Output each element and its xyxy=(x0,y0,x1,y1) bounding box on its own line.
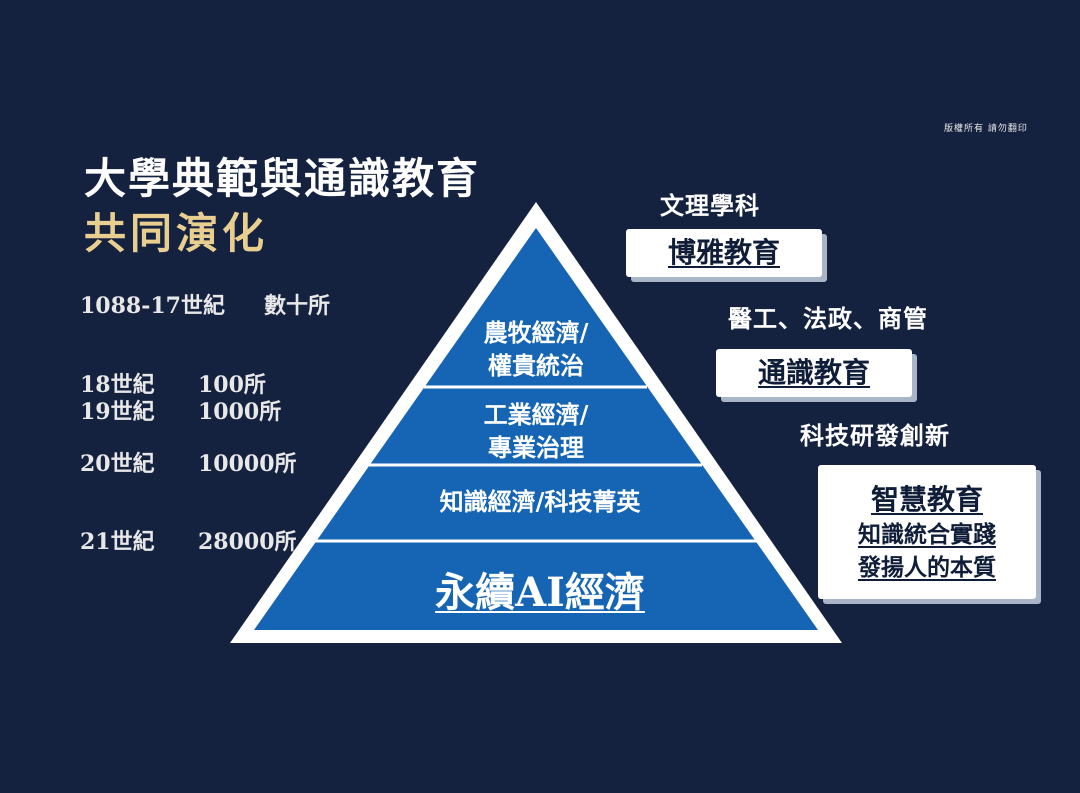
box-general-education-label: 通識教育 xyxy=(757,356,870,389)
page-subtitle: 共同演化 xyxy=(84,209,269,258)
box-smart-education-title: 智慧教育 xyxy=(870,483,983,516)
box-smart-education: 智慧教育 知識統合實踐 發揚人的本質 xyxy=(818,465,1036,599)
box-general-education: 通識教育 xyxy=(716,349,912,397)
pyramid-body xyxy=(254,228,818,630)
timeline-era-4: 20世紀 xyxy=(80,451,155,477)
page-title: 大學典範與通識教育 xyxy=(84,154,481,203)
timeline-era-3: 19世紀 xyxy=(80,399,155,425)
timeline-count-2: 100所 xyxy=(198,372,266,398)
label-tech-innovation: 科技研發創新 xyxy=(800,421,950,450)
label-professional-fields: 醫工、法政、商管 xyxy=(728,304,928,333)
pyramid-level-2-line1: 工業經濟/ xyxy=(483,400,589,429)
pyramid-diagram xyxy=(230,202,842,643)
label-liberal-arts: 文理學科 xyxy=(660,191,760,220)
timeline-era-2: 18世紀 xyxy=(80,372,155,398)
box-liberal-education-label: 博雅教育 xyxy=(667,236,780,269)
box-smart-education-line2: 發揚人的本質 xyxy=(858,554,996,581)
timeline-era-1: 1088-17世紀 xyxy=(80,293,225,319)
copyright-notice: 版權所有 請勿翻印 xyxy=(944,124,1028,134)
pyramid-level-1: 農牧經濟/ 權貴統治 xyxy=(436,316,636,382)
timeline-count-1: 數十所 xyxy=(264,293,331,319)
pyramid-level-3: 知識經濟/科技菁英 xyxy=(439,487,641,516)
box-liberal-education: 博雅教育 xyxy=(626,229,822,277)
pyramid-level-1-line2: 權貴統治 xyxy=(488,351,584,380)
pyramid-level-2: 工業經濟/ 專業治理 xyxy=(436,398,636,464)
timeline-count-4: 10000所 xyxy=(198,451,297,477)
timeline-count-5: 28000所 xyxy=(198,529,297,555)
box-smart-education-line1: 知識統合實踐 xyxy=(858,521,996,548)
pyramid-level-2-line2: 專業治理 xyxy=(488,433,584,462)
timeline-era-5: 21世紀 xyxy=(80,529,155,555)
pyramid-level-4: 永續AI經濟 xyxy=(435,569,645,616)
timeline-count-3: 1000所 xyxy=(198,399,282,425)
pyramid-level-1-line1: 農牧經濟/ xyxy=(483,318,589,347)
